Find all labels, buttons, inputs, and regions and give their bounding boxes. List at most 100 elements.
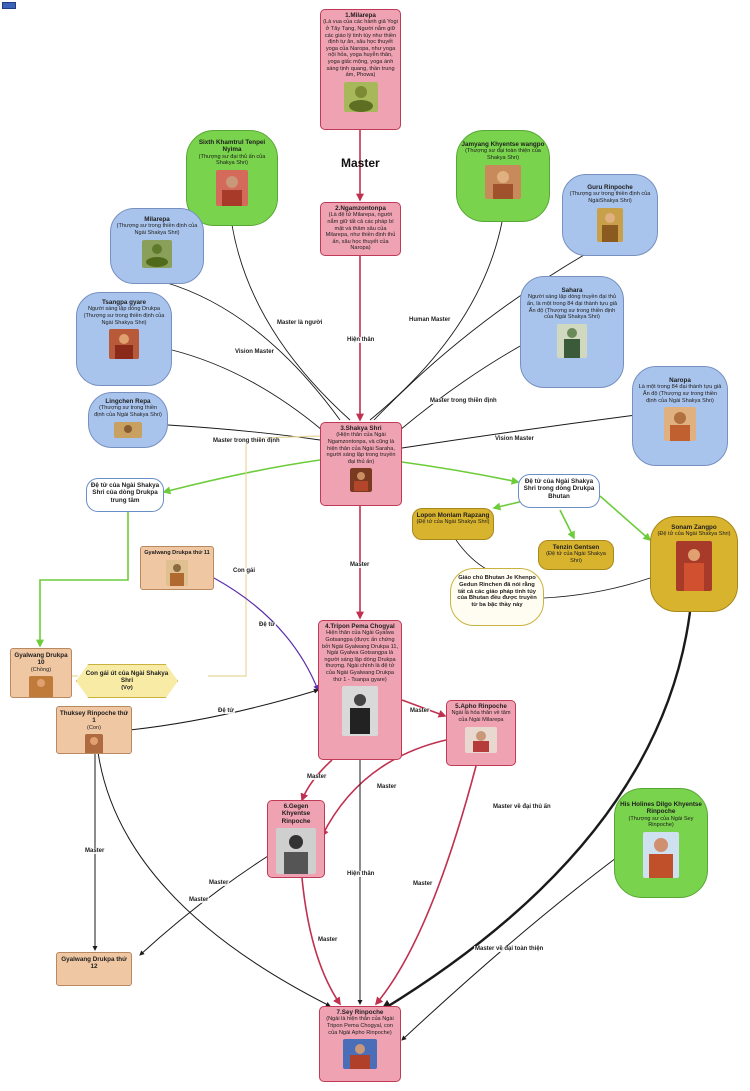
portrait-icon <box>343 1039 377 1070</box>
edge-tripon-gegen <box>300 759 333 802</box>
node-title: Sahara <box>561 287 583 294</box>
node-gyalwang-drukpa-11[interactable]: Gyalwang Drukpa thứ 11 <box>140 546 214 590</box>
edge-label: Đệ tử <box>258 622 276 628</box>
portrait-icon <box>643 832 679 878</box>
node-title: Đệ tử của Ngài Shakya Shri của dòng Druk… <box>90 482 160 504</box>
node-text: Ngài là hóa thân về tâm của Ngài Milarep… <box>451 710 511 723</box>
node-title: Lingchen Repa <box>105 398 151 405</box>
node-title: 3.Shakya Shri <box>340 425 382 432</box>
portrait-icon <box>109 329 139 360</box>
portrait-icon <box>142 239 172 268</box>
node-text: (Thượng sư trong thiền định của Ngài Sha… <box>94 405 162 418</box>
node-title: Tenzin Gentsen <box>552 544 600 551</box>
edge-label: Master về đại toàn thiện <box>474 946 545 952</box>
node-title: Gyalwang Drukpa thứ 11 <box>144 550 210 556</box>
portrait-icon <box>343 81 378 112</box>
node-jamyang-khyentse[interactable]: Jamyang Khyentse wangpo (Thượng sư đại t… <box>456 130 550 222</box>
node-ngamzontonpa[interactable]: 2.Ngamzontonpa (Là đệ tử Milarepa, người… <box>320 202 401 256</box>
portrait-icon <box>114 421 142 438</box>
node-text: (Là đệ tử Milarepa, người nắm giữ tất cả… <box>325 212 396 252</box>
portrait-icon <box>350 468 372 493</box>
edge-bhutan-note <box>455 539 489 571</box>
node-text: (Thượng sư đại thủ ấn của Shakya Shri) <box>198 153 266 167</box>
node-disciples-center[interactable]: Đệ tử của Ngài Shakya Shri của dòng Druk… <box>86 478 164 512</box>
edge-sonam-sey <box>379 611 692 1012</box>
edge-label: Master <box>409 708 431 714</box>
node-apho-rinpoche[interactable]: 5.Apho Rinpoche Ngài là hóa thân về tâm … <box>446 700 516 766</box>
node-disciples-bhutan[interactable]: Đệ tử của Ngài Shakya Shri trong dòng Dr… <box>518 474 600 508</box>
edge-center-gd10 <box>36 512 129 648</box>
edge-milarepab-shakya <box>163 281 341 421</box>
edge-label: Human Master <box>408 317 452 323</box>
node-sonam-zangpo[interactable]: Sonam Zangpo (Đệ tử của Ngài Shakya Shri… <box>650 516 738 612</box>
edge-bhutan-sonam <box>599 495 652 542</box>
portrait-icon <box>276 828 316 875</box>
node-text: (Ngài là hiện thân của Ngài Tripon Pema … <box>326 1016 394 1036</box>
portrait-icon <box>166 560 188 587</box>
node-text: (Thượng sư đại toàn thiện của Shakya Shr… <box>465 148 541 161</box>
edge-shakya-bhutan <box>401 461 520 485</box>
node-youngest-daughter[interactable]: Con gái út của Ngài Shakya Shri (Vợ) <box>76 664 178 698</box>
edge-shakya-center <box>162 459 321 495</box>
edge-label: Master <box>412 881 434 887</box>
edge-dilgo-sey <box>401 854 621 1041</box>
node-milarepa[interactable]: 1.Milarepa (Là vua của các hành giả Yogi… <box>320 9 401 130</box>
edge-label: Master về đại thủ ấn <box>492 804 552 810</box>
node-tripon-pema-chogyal[interactable]: 4.Tripon Pema Chogyal Hiện thân của Ngài… <box>318 620 402 760</box>
edge-apho-gegen <box>321 739 447 838</box>
node-text: Người sáng lập dòng truyền đại thủ ấn, l… <box>526 294 618 321</box>
node-guru-rinpoche[interactable]: Guru Rinpoche (Thượng sư trong thiền địn… <box>562 174 658 256</box>
edge-shakya-daughter <box>208 435 323 677</box>
portrait-icon <box>664 407 696 442</box>
portrait-icon <box>216 170 248 206</box>
node-title: Gyalwang Drukpa thứ 12 <box>61 956 127 971</box>
node-text: Người sáng lập dòng Drukpa (Thượng sư tr… <box>83 306 165 326</box>
edge-label: Master là người <box>276 320 324 326</box>
node-title: Naropa <box>669 377 691 384</box>
node-dilgo-khyentse[interactable]: His Holines Dilgo Khyentse Rinpoche (Thư… <box>614 788 708 898</box>
node-title: Lopon Monlam Rapzang <box>416 512 490 519</box>
node-text: (Là vua của các hành giả Yogi ở Tây Tạng… <box>323 19 398 79</box>
edge-gegen-sey <box>301 877 341 1006</box>
node-text: (Con) <box>87 724 101 731</box>
node-text: (Đệ tử của Ngài Shakya Shri) <box>657 531 731 538</box>
edge-lingchen-shakya <box>167 424 321 441</box>
node-tenzin-gentsen[interactable]: Tenzin Gentsen (Đệ tử của Ngài Shakya Sh… <box>538 540 614 570</box>
node-shakya-shri[interactable]: 3.Shakya Shri (Hiện thân của Ngài Ngamzo… <box>320 422 402 506</box>
edge-sonam-note <box>543 577 651 599</box>
node-sahara[interactable]: Sahara Người sáng lập dòng truyền đại th… <box>520 276 624 388</box>
node-gyalwang-drukpa-10[interactable]: Gyalwang Drukpa 10 (Chồng) <box>10 648 72 698</box>
node-title: Con gái út của Ngài Shakya Shri <box>85 670 169 685</box>
edge-label: Master <box>376 784 398 790</box>
edge-label: Vision Master <box>234 349 275 355</box>
node-title: Milarepa <box>144 216 170 223</box>
node-title: 5.Apho Rinpoche <box>455 703 507 710</box>
node-naropa[interactable]: Naropa Là một trong 84 đại thành tựu giả… <box>632 366 728 466</box>
node-sixth-khamtrul[interactable]: Sixth Khamtrul Tenpei Nyima (Thượng sư đ… <box>186 130 278 226</box>
edge-label: Master trong thiền định <box>212 438 281 444</box>
portrait-icon <box>85 734 103 753</box>
node-title: Gyalwang Drukpa 10 <box>14 652 68 667</box>
node-lopon-monlam[interactable]: Lopon Monlam Rapzang (Đệ tử của Ngài Sha… <box>412 508 494 540</box>
node-thuksey-rinpoche[interactable]: Thuksey Rinpoche thứ 1 (Con) <box>56 706 132 754</box>
edge-gd11-tripon <box>213 577 320 692</box>
node-title: Giáo chủ Bhutan Je Khenpo Gedun Rinchen … <box>457 575 537 609</box>
edge-label: Hiện thân <box>346 871 376 877</box>
node-sey-rinpoche[interactable]: 7.Sey Rinpoche (Ngài là hiện thân của Ng… <box>319 1006 401 1082</box>
node-lingchen-repa[interactable]: Lingchen Repa (Thượng sư trong thiền địn… <box>88 392 168 448</box>
node-bhutan-note[interactable]: Giáo chủ Bhutan Je Khenpo Gedun Rinchen … <box>450 568 544 626</box>
edge-tsangpa-shakya <box>171 349 323 431</box>
portrait-icon <box>557 323 587 358</box>
node-milarepa-meditation[interactable]: Milarepa (Thượng sư trong thiền định của… <box>110 208 204 284</box>
edge-label: Hiện thân <box>346 337 376 343</box>
node-title: Tsangpa gyare <box>102 299 146 306</box>
window-corner-icon <box>2 2 16 9</box>
edge-label: Đệ tử <box>217 708 235 714</box>
node-gegen-khyentse[interactable]: 6.Gegen Khyentse Rinpoche <box>267 800 325 878</box>
node-gyalwang-drukpa-12[interactable]: Gyalwang Drukpa thứ 12 <box>56 952 132 986</box>
portrait-icon <box>485 164 521 199</box>
node-text: (Đệ tử của Ngài Shakya Shri) <box>416 519 490 526</box>
node-title: 1.Milarepa <box>345 12 376 19</box>
edge-label: Con gái <box>232 568 256 574</box>
node-tsangpa-gyare[interactable]: Tsangpa gyare Người sáng lập dòng Drukpa… <box>76 292 172 386</box>
